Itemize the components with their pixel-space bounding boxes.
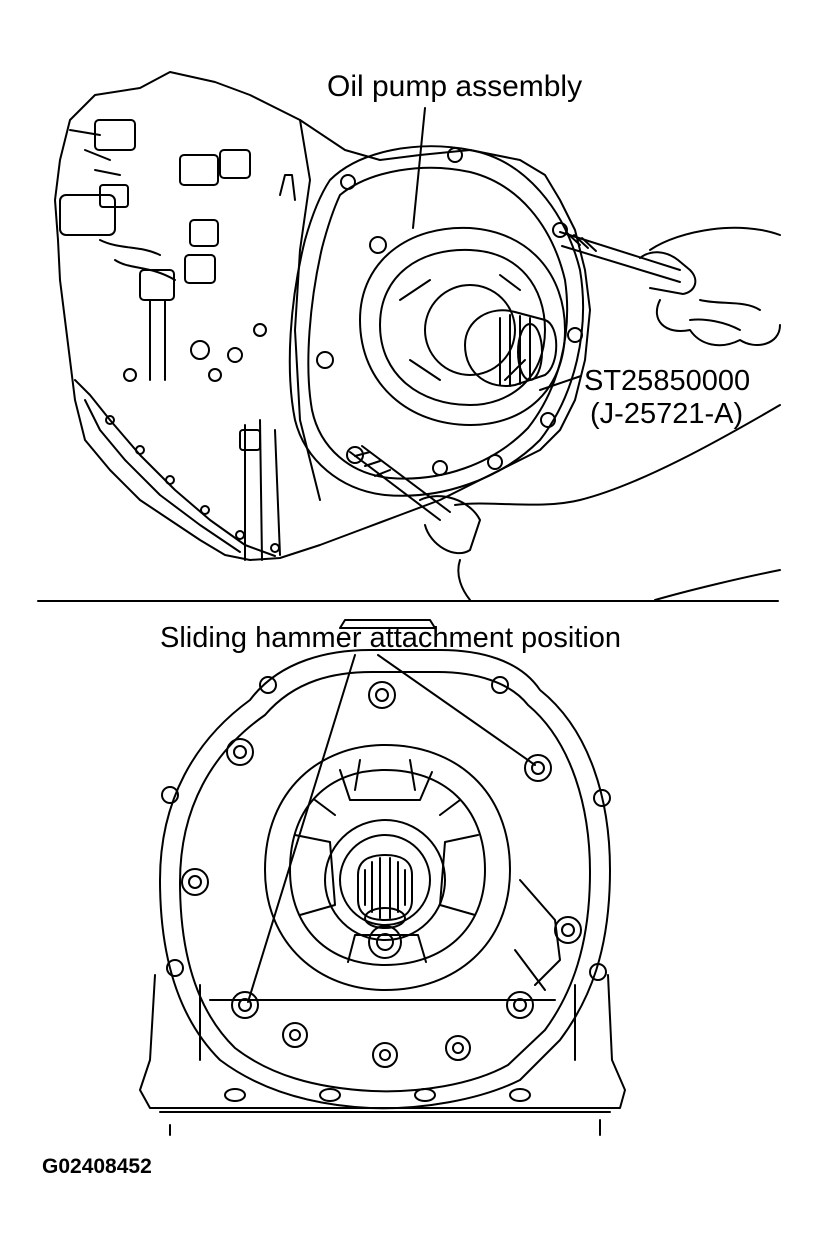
oil-pump-front-view [139, 619, 626, 1136]
tool-alt-number-label: (J-25721-A) [590, 398, 744, 430]
figure-id-label: G02408452 [42, 1155, 152, 1178]
transmission-illustration [54, 71, 781, 601]
attachment-position-label: Sliding hammer attachment position [160, 622, 622, 654]
tool-number-label: ST25850000 [584, 365, 751, 397]
oil-pump-assembly-label: Oil pump assembly [327, 70, 583, 103]
